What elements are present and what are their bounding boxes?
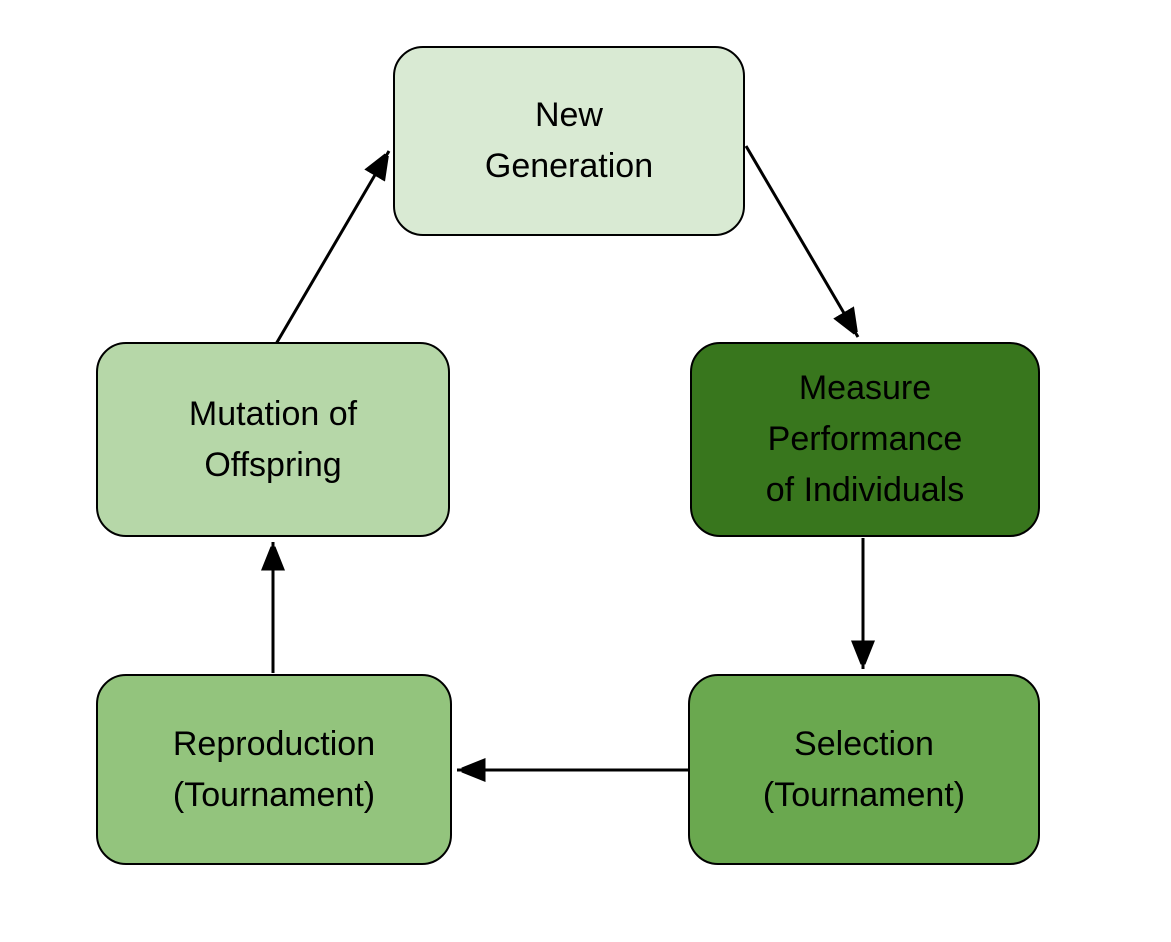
node-selection: Selection (Tournament) <box>688 674 1040 865</box>
node-reproduction: Reproduction (Tournament) <box>96 674 452 865</box>
edge-new-generation-to-measure-performance <box>744 145 860 337</box>
node-measure-performance: Measure Performance of Individuals <box>690 342 1040 537</box>
node-new-generation: New Generation <box>393 46 745 236</box>
edge-mutation-to-new-generation <box>274 151 391 345</box>
node-mutation-of-offspring: Mutation of Offspring <box>96 342 450 537</box>
